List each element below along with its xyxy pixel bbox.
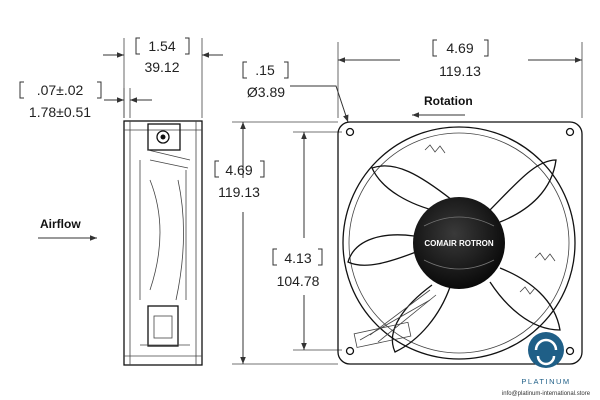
dim-height-in: 4.69 (225, 162, 252, 178)
dim-side-width: 1.54 39.12 (103, 37, 223, 118)
dim-height-mm: 119.13 (218, 184, 260, 200)
dim-height: 4.69 119.13 (214, 121, 338, 365)
fan-hub (413, 197, 505, 289)
side-view (123, 120, 203, 366)
watermark-name: PLATINUM (521, 377, 570, 386)
dim-flange-mm: 1.78±0.51 (29, 104, 91, 120)
hub-logo-text: COMAIR ROTRON (424, 239, 494, 248)
dim-hole-spacing: 4.13 104.78 (272, 131, 342, 351)
front-view: COMAIR ROTRON (337, 121, 583, 365)
dim-hole-diameter: .15 Ø3.89 (242, 61, 349, 123)
dim-hole-mm: Ø3.89 (247, 84, 285, 100)
airflow-indicator: Airflow (38, 217, 97, 241)
mounting-hole-top-right (565, 127, 575, 137)
mounting-hole-bottom-left (345, 346, 355, 356)
airflow-label: Airflow (40, 217, 81, 231)
dim-top-width-in: 4.69 (446, 40, 473, 56)
dim-flange: .07±.02 1.78±0.51 (19, 81, 152, 120)
dim-top-width: 4.69 119.13 (337, 39, 583, 118)
dim-side-width-mm: 39.12 (144, 59, 179, 75)
dim-flange-in: .07±.02 (37, 82, 84, 98)
rotation-label: Rotation (424, 94, 473, 108)
mounting-hole-bottom-right (565, 346, 575, 356)
watermark-site: info@platinum-international.store (502, 391, 591, 397)
dim-top-width-mm: 119.13 (439, 63, 481, 79)
rotation-indicator: Rotation (412, 94, 473, 118)
platinum-logo-icon (528, 332, 564, 368)
dim-side-width-in: 1.54 (148, 38, 175, 54)
dim-hole-in: .15 (255, 62, 275, 78)
mounting-hole-top-left (345, 127, 355, 137)
watermark: PLATINUM info@platinum-international.sto… (502, 332, 591, 397)
dim-spacing-in: 4.13 (284, 250, 311, 266)
dim-spacing-mm: 104.78 (277, 273, 320, 289)
